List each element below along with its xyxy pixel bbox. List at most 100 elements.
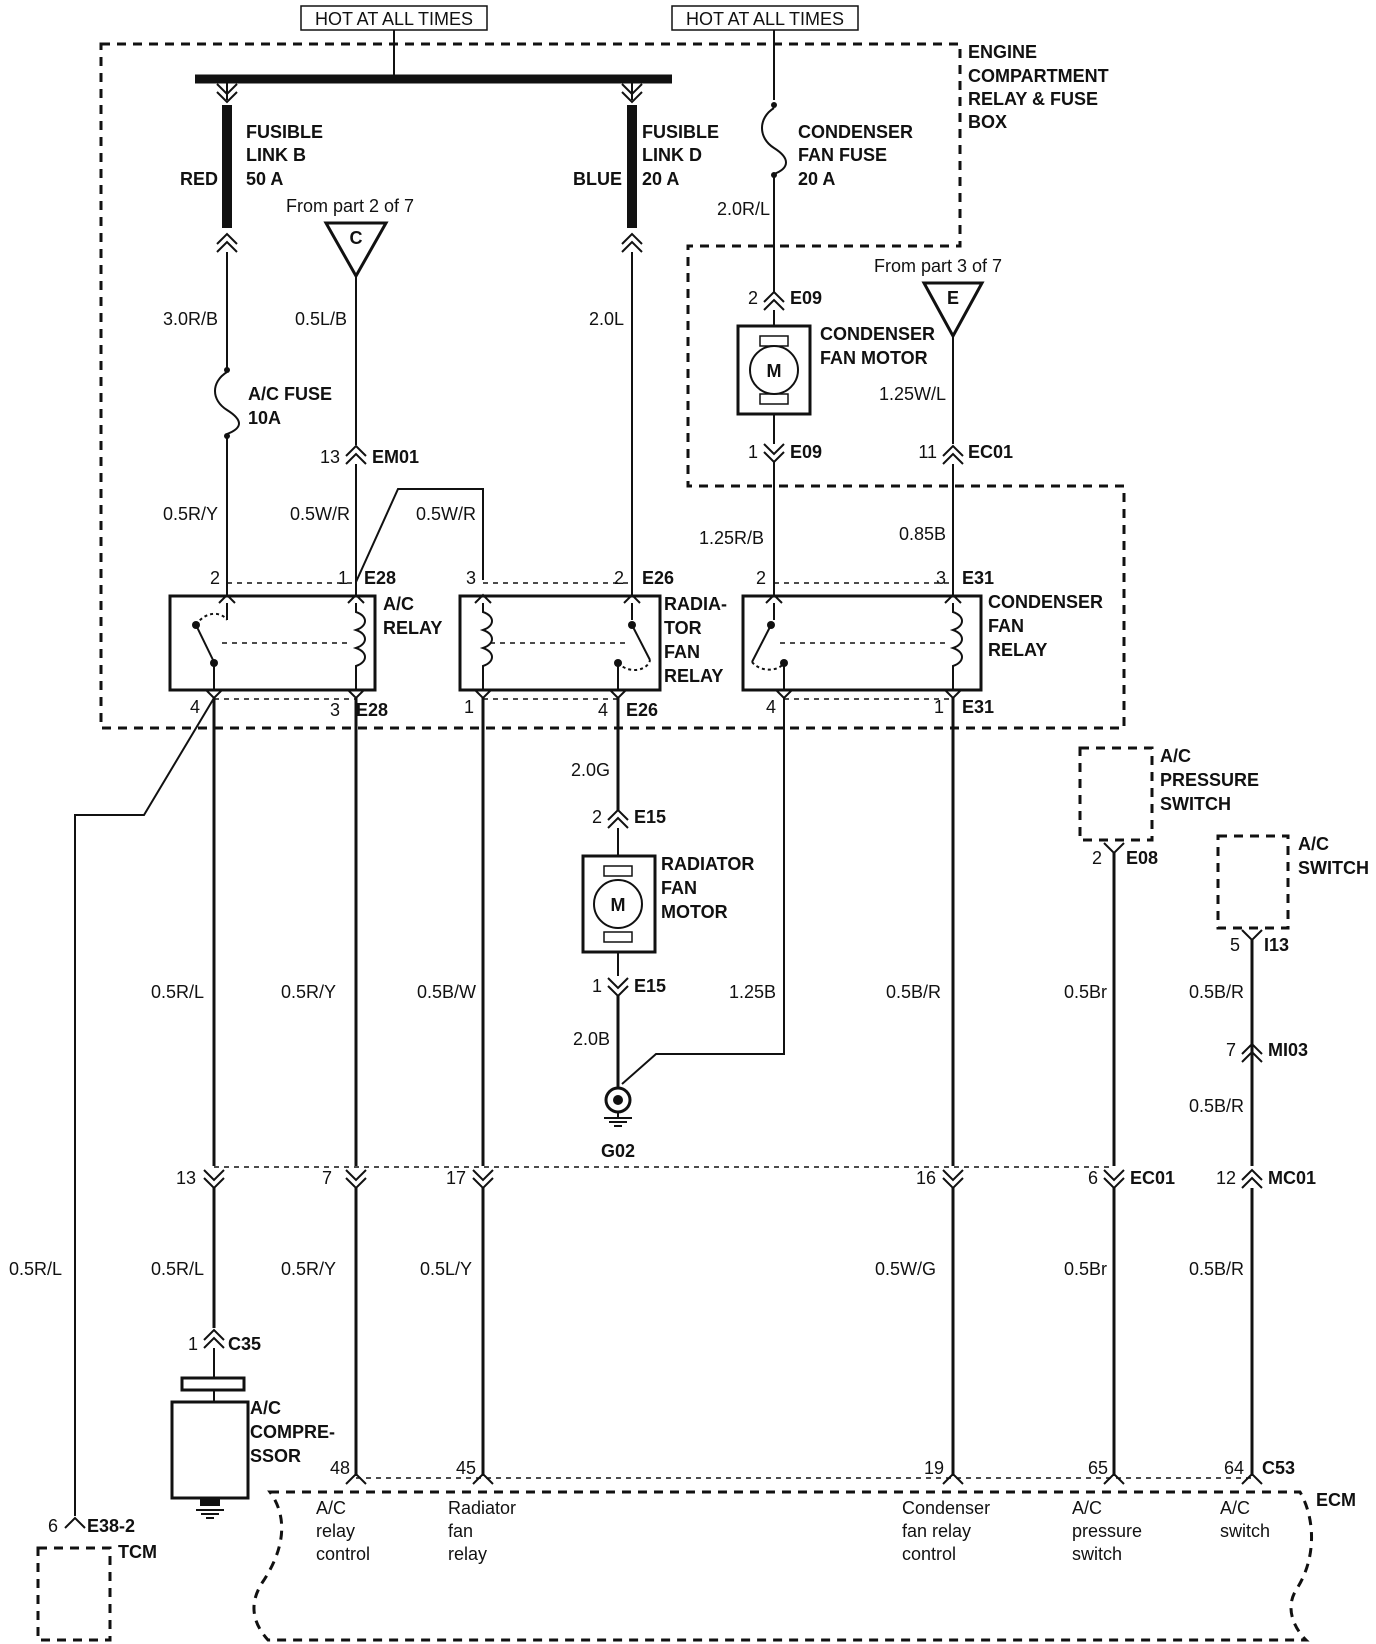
- svg-text:COMPARTMENT: COMPARTMENT: [968, 66, 1109, 86]
- svg-text:A/C: A/C: [250, 1398, 281, 1418]
- svg-text:48: 48: [330, 1458, 350, 1478]
- svg-text:0.5R/Y: 0.5R/Y: [281, 982, 336, 1002]
- svg-text:0.5R/L: 0.5R/L: [151, 982, 204, 1002]
- svg-text:ENGINE: ENGINE: [968, 42, 1037, 62]
- wire-ac-pressure-switch: 0.5Br: [1064, 1188, 1116, 1476]
- svg-text:19: 19: [924, 1458, 944, 1478]
- svg-text:FAN: FAN: [661, 878, 697, 898]
- svg-text:50 A: 50 A: [246, 169, 283, 189]
- svg-text:Radiator: Radiator: [448, 1498, 516, 1518]
- svg-text:From part 2 of 7: From part 2 of 7: [286, 196, 414, 216]
- svg-text:BOX: BOX: [968, 112, 1007, 132]
- ac-fuse-branch: 3.0R/B A/C FUSE 10A 0.5R/Y: [163, 252, 332, 597]
- ac-pressure-switch: A/C PRESSURE SWITCH 2 E08 0.5Br: [1064, 746, 1259, 1166]
- wire-ac-relay-control: 0.5R/Y: [281, 1188, 358, 1476]
- svg-text:11: 11: [918, 442, 937, 462]
- svg-text:0.5B/R: 0.5B/R: [1189, 1096, 1244, 1116]
- fusible-link-d: FUSIBLE LINK D 20 A BLUE: [573, 83, 719, 253]
- svg-text:switch: switch: [1220, 1521, 1270, 1541]
- svg-text:RELAY: RELAY: [988, 640, 1047, 660]
- svg-text:From part 3 of 7: From part 3 of 7: [874, 256, 1002, 276]
- wire-2-0l: 2.0L: [589, 252, 633, 597]
- svg-text:relay: relay: [448, 1544, 487, 1564]
- svg-text:2.0R/L: 2.0R/L: [717, 199, 770, 219]
- c53-connector-row: 48 45 19 65 64 C53: [330, 1458, 1295, 1485]
- svg-text:RADIATOR: RADIATOR: [661, 854, 754, 874]
- svg-text:1: 1: [934, 697, 944, 717]
- svg-text:0.5R/L: 0.5R/L: [9, 1259, 62, 1279]
- svg-text:6: 6: [1088, 1168, 1098, 1188]
- connector-e: From part 3 of 7 E 1.25W/L 11 EC01 0.85B: [874, 256, 1013, 597]
- svg-text:C35: C35: [228, 1334, 261, 1354]
- ground-g02: G02: [601, 1086, 635, 1161]
- wire-cond-relay-4: 1.25B: [621, 698, 785, 1085]
- svg-text:ECM: ECM: [1316, 1490, 1356, 1510]
- svg-text:3: 3: [330, 700, 340, 720]
- svg-text:20 A: 20 A: [798, 169, 835, 189]
- svg-text:A/C: A/C: [1298, 834, 1329, 854]
- svg-text:0.5W/R: 0.5W/R: [290, 504, 350, 524]
- svg-text:A/C: A/C: [1072, 1498, 1102, 1518]
- svg-text:13: 13: [320, 447, 340, 467]
- wire-ac-relay-4: 0.5R/L: [151, 698, 216, 1166]
- relay-bottom-pins: 4 3 E28 1 4 E26 4 1 E31: [190, 697, 994, 720]
- svg-text:relay: relay: [316, 1521, 355, 1541]
- svg-text:fan relay: fan relay: [902, 1521, 971, 1541]
- svg-text:45: 45: [456, 1458, 476, 1478]
- relay-top-pins: 2 1 E28 3 2 E26 2 3 E31: [210, 568, 994, 588]
- svg-text:E28: E28: [364, 568, 396, 588]
- svg-text:Condenser: Condenser: [902, 1498, 990, 1518]
- svg-text:FAN FUSE: FAN FUSE: [798, 145, 887, 165]
- ac-compressor: A/C COMPRE- SSOR: [170, 1376, 335, 1519]
- svg-text:7: 7: [322, 1168, 332, 1188]
- svg-text:CONDENSER: CONDENSER: [820, 324, 935, 344]
- svg-text:MOTOR: MOTOR: [661, 902, 728, 922]
- svg-text:0.5B/R: 0.5B/R: [886, 982, 941, 1002]
- radiator-fan-motor: 2 E15 M RADIATOR FAN MOTOR 1 E15 2.0B: [573, 807, 754, 1088]
- svg-text:3: 3: [466, 568, 476, 588]
- svg-text:SWITCH: SWITCH: [1298, 858, 1369, 878]
- radiator-fan-relay: RADIA- TOR FAN RELAY: [458, 582, 727, 700]
- svg-text:TOR: TOR: [664, 618, 702, 638]
- ac-switch: A/C SWITCH 5 I13 0.5B/R 7 MI03 0.5B/R: [1189, 834, 1369, 1166]
- svg-text:switch: switch: [1072, 1544, 1122, 1564]
- svg-text:1: 1: [464, 697, 474, 717]
- svg-text:fan: fan: [448, 1521, 473, 1541]
- svg-text:20 A: 20 A: [642, 169, 679, 189]
- wire-ac-relay-3: 0.5R/Y: [281, 698, 358, 1166]
- svg-text:COMPRE-: COMPRE-: [250, 1422, 335, 1442]
- svg-text:A/C: A/C: [316, 1498, 346, 1518]
- svg-text:E15: E15: [634, 976, 666, 996]
- svg-text:0.5Br: 0.5Br: [1064, 982, 1107, 1002]
- svg-text:5: 5: [1230, 935, 1240, 955]
- wire-condenser-fan-relay-control: 0.5W/G: [875, 1188, 955, 1476]
- svg-text:LINK B: LINK B: [246, 145, 306, 165]
- svg-text:CONDENSER: CONDENSER: [798, 122, 913, 142]
- svg-text:1.25B: 1.25B: [729, 982, 776, 1002]
- svg-text:C53: C53: [1262, 1458, 1295, 1478]
- svg-text:RADIA-: RADIA-: [664, 594, 727, 614]
- svg-text:2: 2: [592, 807, 602, 827]
- svg-text:E09: E09: [790, 288, 822, 308]
- svg-text:3: 3: [936, 568, 946, 588]
- svg-text:13: 13: [176, 1168, 196, 1188]
- svg-text:0.5R/Y: 0.5R/Y: [163, 504, 218, 524]
- svg-text:2.0L: 2.0L: [589, 309, 624, 329]
- svg-text:1.25R/B: 1.25R/B: [699, 528, 764, 548]
- svg-text:4: 4: [766, 697, 776, 717]
- svg-text:16: 16: [916, 1168, 936, 1188]
- engine-box-label: ENGINE COMPARTMENT RELAY & FUSE BOX: [968, 42, 1109, 132]
- svg-text:2.0B: 2.0B: [573, 1029, 610, 1049]
- svg-text:E26: E26: [642, 568, 674, 588]
- svg-text:64: 64: [1224, 1458, 1244, 1478]
- svg-text:E31: E31: [962, 568, 994, 588]
- svg-text:G02: G02: [601, 1141, 635, 1161]
- svg-text:SWITCH: SWITCH: [1160, 794, 1231, 814]
- ecm-module: ECM A/C relay control Radiator fan relay…: [252, 1490, 1356, 1642]
- svg-text:E38-2: E38-2: [87, 1516, 135, 1536]
- svg-text:0.5R/L: 0.5R/L: [151, 1259, 204, 1279]
- svg-text:FAN: FAN: [664, 642, 700, 662]
- svg-text:BLUE: BLUE: [573, 169, 622, 189]
- svg-text:A/C: A/C: [383, 594, 414, 614]
